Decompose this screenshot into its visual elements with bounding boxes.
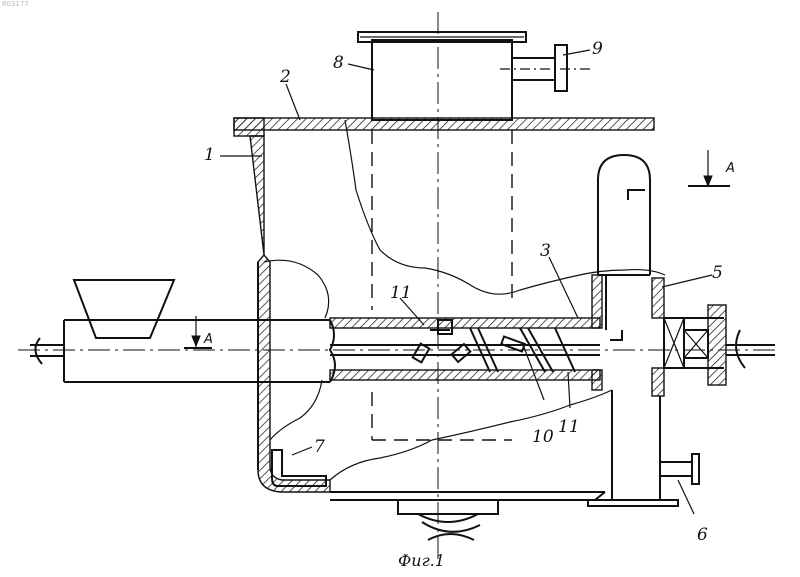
label-7: 7 [314, 437, 325, 457]
label-3: 3 [540, 241, 551, 261]
section-letter-left: А [203, 332, 213, 347]
vertical-dome-pipe [598, 155, 650, 340]
break-line-left-lower [270, 380, 322, 440]
top-outlet-pipe [358, 32, 526, 120]
lid-plate [234, 118, 654, 136]
right-pipe-assembly [588, 278, 775, 506]
screw-chamber [330, 275, 602, 390]
housing-body [250, 136, 605, 540]
feed-inlet [30, 280, 335, 382]
label-10: 10 [532, 427, 554, 447]
label-11-upper: 11 [390, 283, 412, 303]
label-11-lower: 11 [558, 417, 580, 437]
label-1: 1 [204, 145, 215, 165]
label-9: 9 [592, 39, 603, 59]
section-letter-right: А [725, 161, 735, 176]
label-2: 2 [279, 67, 291, 87]
break-line-upper [345, 120, 665, 294]
section-marker-right: А [688, 150, 735, 186]
label-5: 5 [712, 263, 723, 283]
label-8: 8 [333, 53, 344, 73]
break-line-left [264, 260, 329, 318]
document-number: 603177 [2, 0, 29, 8]
label-6: 6 [697, 525, 708, 545]
figure-caption: Фиг.1 [398, 551, 445, 570]
